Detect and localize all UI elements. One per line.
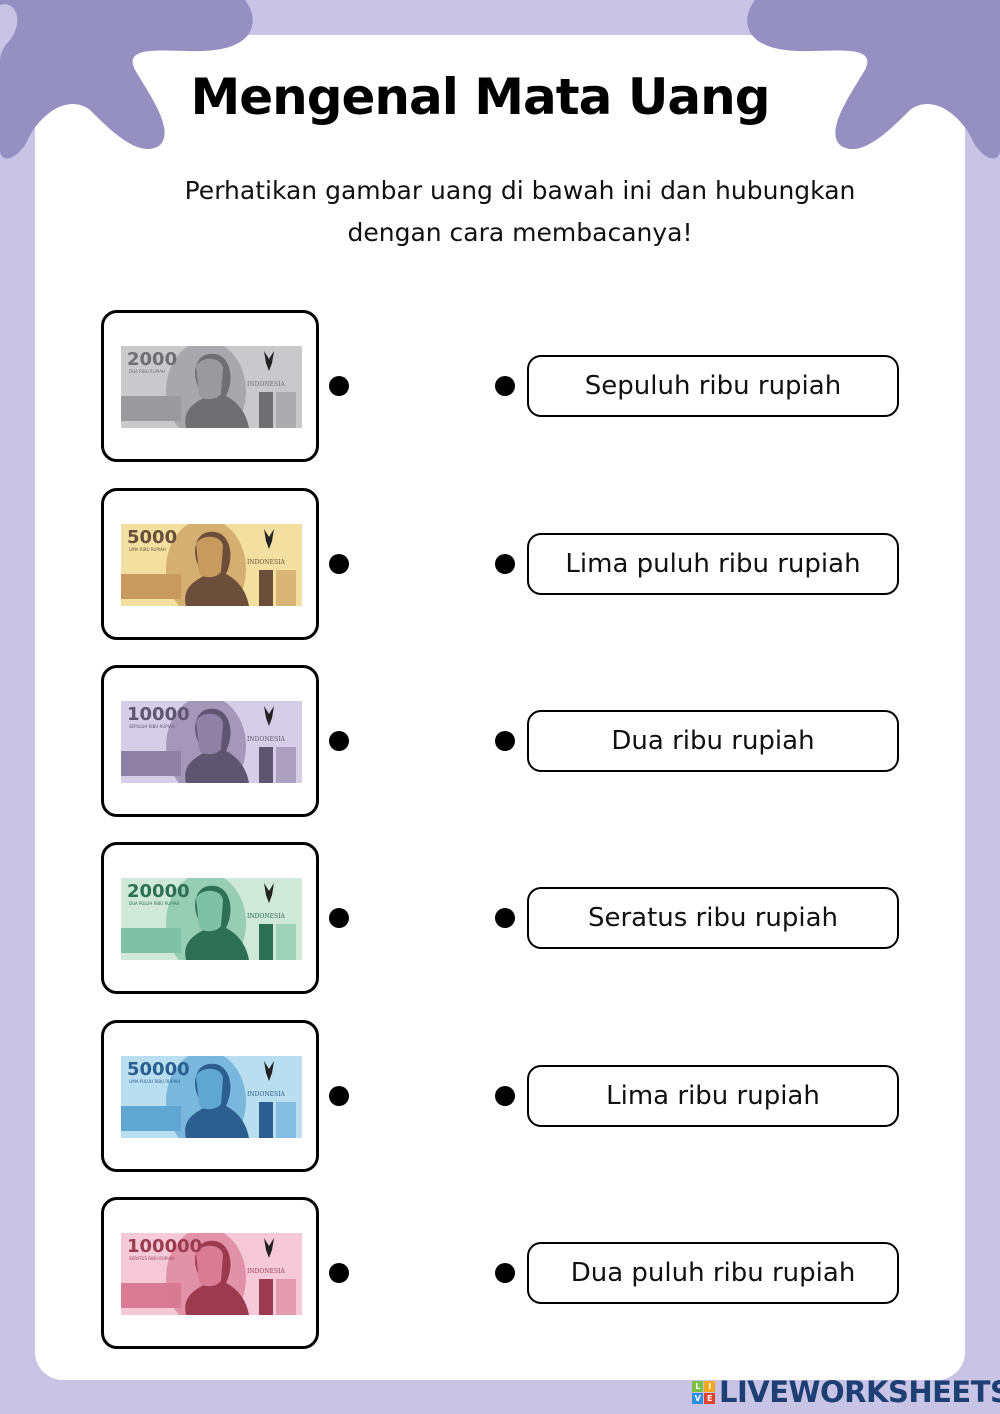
left-connector-dot[interactable] (329, 1086, 349, 1106)
instruction-line-1: Perhatikan gambar uang di bawah ini dan … (184, 176, 856, 205)
left-connector-dot[interactable] (329, 1263, 349, 1283)
banknote-country: INDONESIA (247, 736, 285, 743)
instruction-text: Perhatikan gambar uang di bawah ini dan … (120, 170, 920, 254)
instruction-line-2: dengan cara membacanya! (347, 218, 693, 247)
banknote-value: 100000 (127, 1236, 203, 1257)
left-connector-dot[interactable] (329, 554, 349, 574)
banknote-image: 10000 SEPULUH RIBU RUPIAH INDONESIA (121, 701, 302, 783)
answer-label: Lima ribu rupiah (606, 1081, 820, 1111)
right-connector-dot[interactable] (495, 376, 515, 396)
match-row: 2000 DUA RIBU RUPIAH INDONESIA Sepuluh r… (0, 310, 1000, 462)
banknote-image: 50000 LIMA PULUH RIBU RUPIAH INDONESIA (121, 1056, 302, 1138)
answer-box[interactable]: Dua puluh ribu rupiah (527, 1242, 899, 1304)
banknote-illustration (121, 1233, 296, 1315)
corner-blob-top-left (0, 0, 253, 159)
banknote-image: 100000 SERATUS RIBU RUPIAH INDONESIA (121, 1233, 302, 1315)
right-connector-dot[interactable] (495, 908, 515, 928)
left-connector-dot[interactable] (329, 908, 349, 928)
page-title: Mengenal Mata Uang (190, 68, 770, 126)
right-connector-dot[interactable] (495, 1263, 515, 1283)
banknote-card[interactable]: 2000 DUA RIBU RUPIAH INDONESIA (101, 310, 319, 462)
logo-tile: L (692, 1380, 703, 1392)
match-row: 50000 LIMA PULUH RIBU RUPIAH INDONESIA L… (0, 1020, 1000, 1172)
answer-box[interactable]: Lima ribu rupiah (527, 1065, 899, 1127)
banknote-value: 50000 (127, 1059, 190, 1080)
banknote-words: SEPULUH RIBU RUPIAH (129, 724, 175, 729)
banknote-image: 20000 DUA PULUH RIBU RUPIAH INDONESIA (121, 878, 302, 960)
right-connector-dot[interactable] (495, 554, 515, 574)
banknote-illustration (121, 701, 296, 783)
match-row: 5000 LIMA RIBU RUPIAH INDONESIA Lima pul… (0, 488, 1000, 640)
banknote-country: INDONESIA (247, 1268, 285, 1275)
banknote-words: DUA RIBU RUPIAH (129, 369, 165, 374)
corner-blob-top-right (747, 0, 1000, 159)
banknote-card[interactable]: 5000 LIMA RIBU RUPIAH INDONESIA (101, 488, 319, 640)
banknote-card[interactable]: 10000 SEPULUH RIBU RUPIAH INDONESIA (101, 665, 319, 817)
logo-tiles-icon: L I V E (692, 1380, 715, 1404)
answer-label: Seratus ribu rupiah (587, 903, 839, 933)
answer-label: Sepuluh ribu rupiah (584, 371, 842, 401)
banknote-words: LIMA PULUH RIBU RUPIAH (129, 1079, 181, 1084)
logo-tile: E (704, 1392, 715, 1404)
answer-label: Lima puluh ribu rupiah (565, 549, 861, 579)
banknote-image: 5000 LIMA RIBU RUPIAH INDONESIA (121, 524, 302, 606)
match-row: 100000 SERATUS RIBU RUPIAH INDONESIA Dua… (0, 1197, 1000, 1349)
banknote-illustration (121, 878, 296, 960)
answer-box[interactable]: Dua ribu rupiah (527, 710, 899, 772)
banknote-country: INDONESIA (247, 913, 285, 920)
banknote-words: SERATUS RIBU RUPIAH (129, 1256, 175, 1261)
banknote-country: INDONESIA (247, 559, 285, 566)
match-row: 20000 DUA PULUH RIBU RUPIAH INDONESIA Se… (0, 842, 1000, 994)
banknote-value: 10000 (127, 704, 190, 725)
banknote-words: LIMA RIBU RUPIAH (129, 547, 166, 552)
banknote-country: INDONESIA (247, 381, 285, 388)
answer-label: Dua puluh ribu rupiah (570, 1258, 856, 1288)
banknote-illustration (121, 524, 296, 606)
answer-box[interactable]: Sepuluh ribu rupiah (527, 355, 899, 417)
banknote-image: 2000 DUA RIBU RUPIAH INDONESIA (121, 346, 302, 428)
banknote-words: DUA PULUH RIBU RUPIAH (129, 901, 180, 906)
right-connector-dot[interactable] (495, 731, 515, 751)
logo-tile: I (704, 1380, 715, 1392)
left-connector-dot[interactable] (329, 376, 349, 396)
left-connector-dot[interactable] (329, 731, 349, 751)
banknote-value: 2000 (127, 349, 178, 370)
banknote-card[interactable]: 20000 DUA PULUH RIBU RUPIAH INDONESIA (101, 842, 319, 994)
liveworksheets-logo: L I V E LIVEWORKSHEETS (692, 1375, 1000, 1409)
banknote-card[interactable]: 50000 LIMA PULUH RIBU RUPIAH INDONESIA (101, 1020, 319, 1172)
banknote-value: 20000 (127, 881, 190, 902)
banknote-country: INDONESIA (247, 1091, 285, 1098)
banknote-value: 5000 (127, 527, 178, 548)
answer-box[interactable]: Lima puluh ribu rupiah (527, 533, 899, 595)
banknote-illustration (121, 346, 296, 428)
logo-tile: V (692, 1392, 703, 1404)
banknote-illustration (121, 1056, 296, 1138)
match-row: 10000 SEPULUH RIBU RUPIAH INDONESIA Dua … (0, 665, 1000, 817)
answer-box[interactable]: Seratus ribu rupiah (527, 887, 899, 949)
right-connector-dot[interactable] (495, 1086, 515, 1106)
answer-label: Dua ribu rupiah (611, 726, 815, 756)
banknote-card[interactable]: 100000 SERATUS RIBU RUPIAH INDONESIA (101, 1197, 319, 1349)
logo-text: LIVEWORKSHEETS (719, 1375, 1000, 1409)
